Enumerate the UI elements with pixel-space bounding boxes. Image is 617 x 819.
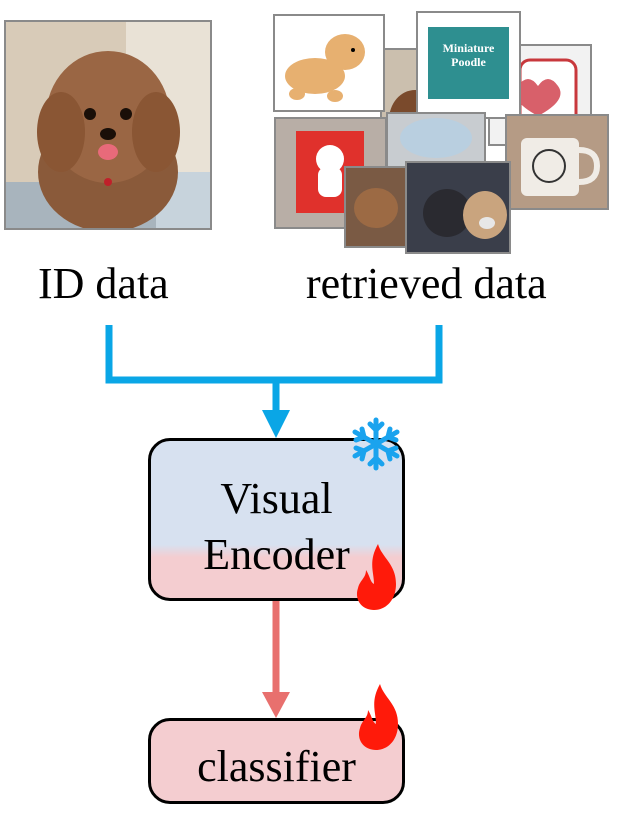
retrieved-image-bowl (386, 112, 486, 172)
visual-encoder-line2: Encoder (203, 530, 350, 579)
retrieved-data-label: retrieved data (306, 259, 547, 308)
retrieved-image-cartoon-poodle (273, 14, 385, 112)
input-arrow-head (262, 410, 290, 438)
id-data-image (4, 20, 212, 230)
classifier-label: classifier (197, 742, 356, 791)
book-title-line1: Miniature (442, 41, 495, 55)
classifier-box: classifier (148, 718, 405, 804)
retrieved-image-mug-white (505, 114, 609, 210)
retrieved-image-book: Miniature Poodle (416, 11, 521, 119)
visual-encoder-box: Visual Encoder (148, 438, 405, 601)
retrieved-image-teddy (405, 161, 511, 254)
id-data-label: ID data (38, 259, 169, 308)
book-title-line2: Poodle (451, 55, 486, 69)
visual-encoder-line1: Visual (220, 474, 333, 523)
retrieved-image-plush-group (344, 166, 412, 248)
merge-connector (105, 325, 443, 384)
output-arrow-head (262, 692, 290, 718)
